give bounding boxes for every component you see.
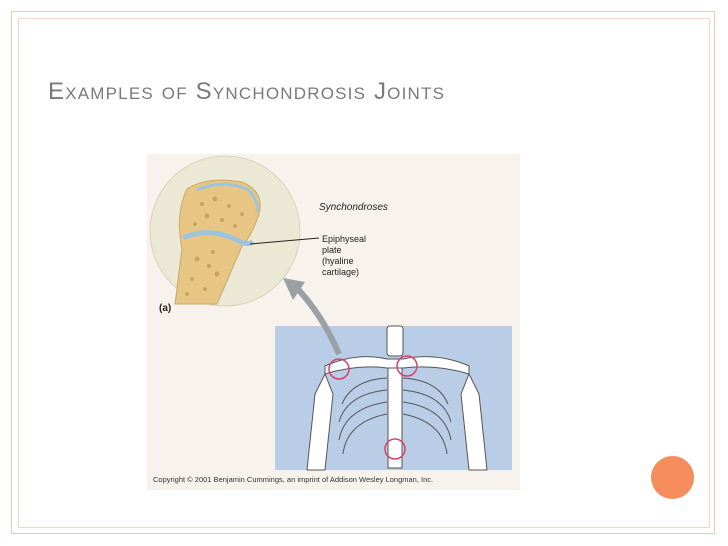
- joint-highlight-circle: [396, 355, 418, 377]
- figure-illustration: [149, 155, 512, 471]
- joint-highlight-circle: [384, 438, 406, 460]
- joint-highlight-circle: [328, 358, 350, 380]
- accent-circle: [651, 456, 694, 499]
- epiphyseal-plate-label: Epiphyseal plate (hyaline cartilage): [322, 234, 367, 277]
- skeleton-illustration: [306, 325, 488, 471]
- callout-line: [249, 237, 320, 245]
- panel-letter: (a): [159, 303, 172, 314]
- slide-border-inner: [18, 18, 710, 528]
- slide-title: Examples of Synchondrosis Joints: [48, 78, 446, 105]
- anatomy-figure: Synchondroses Epiphyseal plate (hyaline …: [147, 154, 520, 490]
- copyright-text: Copyright © 2001 Benjamin Cummings, an i…: [153, 475, 434, 484]
- bone-head-illustration: [174, 179, 261, 305]
- slide-border: [11, 11, 715, 534]
- synchondroses-heading: Synchondroses: [319, 202, 388, 213]
- zoom-arrow: [283, 278, 342, 356]
